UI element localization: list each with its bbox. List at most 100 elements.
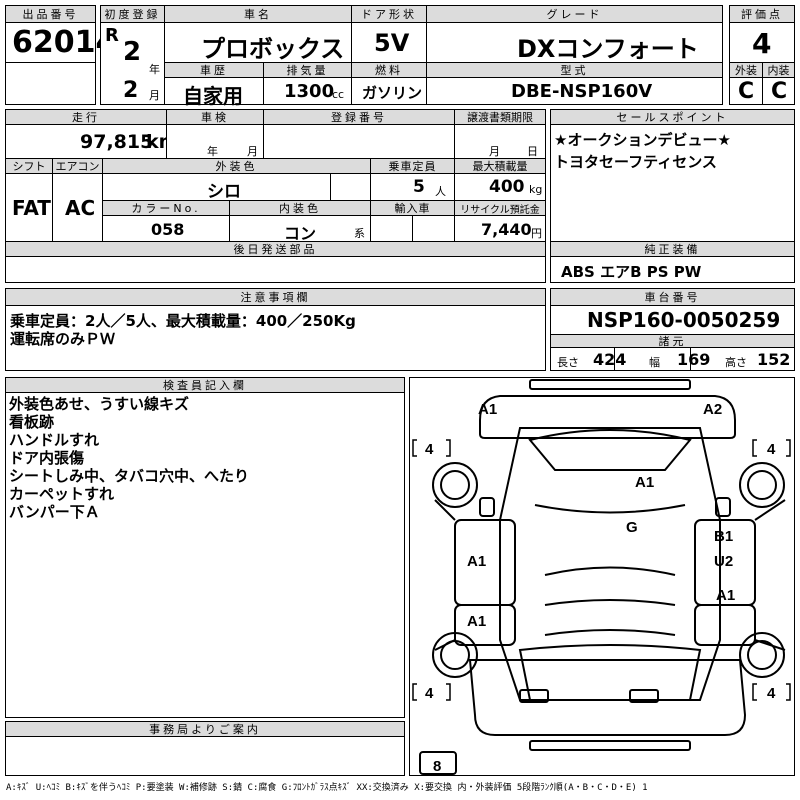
transfer-label: 譲渡書類期限 [454,109,546,125]
chassis-label: 車台番号 [550,288,795,306]
color: シロ [207,182,241,202]
inspector-line: バンパー下Ａ [9,503,100,521]
lot-blank-cell [5,62,96,105]
history-label: 車歴 [164,62,264,78]
damage-mark: A1 [467,613,486,630]
tire-label: 4 [425,441,434,458]
inspector-line: 外装色あせ、うすい線キズ [9,395,190,413]
first-reg-label: 初度登録 [100,5,165,23]
chassis-cell: NSP160-0050259 [550,305,795,335]
intcolor-label: 内装色 [229,200,371,216]
tire-label: 4 [425,685,434,702]
damage-mark: B1 [714,528,733,545]
width: 169 [677,350,711,369]
tire-label: 4 [767,685,776,702]
door-type: 5V [374,29,410,57]
colorno-cell: 058 [102,215,230,242]
capacity: 5 [413,177,425,197]
caution-line: 乗車定員：2人／5人、最大積載量：400／250Kg [10,312,356,330]
tire-label: 8 [433,758,441,775]
score: 4 [752,27,772,60]
score-cell: 4 [729,22,795,63]
shift-cell: FAT [5,173,53,242]
load: 400 [489,177,525,197]
recycle-unit: 円 [531,227,542,240]
mileage: 97,815 [80,131,154,153]
damage-mark: A1 [478,401,497,418]
inspector-cell: 外装色あせ、うすい線キズ 看板跡 ハンドルすれ ドア内張傷 シートしみ中、タバコ… [5,392,405,718]
displacement: 1300 [284,81,335,102]
inspector-line: ハンドルすれ [9,431,100,449]
capacity-unit: 人 [435,185,446,198]
int-color: コン [284,224,317,243]
reg-month: 2 [123,78,139,103]
year-unit: 年 [149,63,160,76]
displacement-cell: 1300 cc [263,77,352,105]
car-diagram-frame [409,377,795,776]
office-cell [5,736,405,776]
length-label: 長さ [557,356,579,369]
fuel-cell: ガソリン [351,77,427,105]
sales-cell: ★オークションデビュー★ トヨタセーフティセンス [550,124,795,242]
month-unit: 月 [149,89,160,102]
tr-day-unit: 日 [527,145,538,158]
spec-cell: 長さ 424 幅 169 高さ 152 [550,347,795,371]
import-cell-a [370,215,413,242]
shift: FAT [12,196,51,220]
score-label: 評価点 [729,5,795,23]
damage-mark: A1 [635,474,654,491]
era: R [105,25,119,46]
load-label: 最大積載量 [454,158,546,174]
int-color-unit: 系 [354,227,365,240]
later-parts-cell [5,256,546,283]
office-label: 事務局よりご案内 [5,721,405,737]
insp-year-unit: 年 [207,145,218,158]
inspector-line: ドア内張傷 [9,449,85,467]
grade: DXコンフォート [517,35,699,63]
model-cell: DBE-NSP160V [426,77,723,105]
model: DBE-NSP160V [511,81,653,102]
ac: AC [65,196,96,220]
exterior-grade: C [738,79,755,104]
colorno-label: カラーNo. [102,200,230,216]
import-label: 輸入車 [370,200,455,216]
history: 自家用 [183,84,243,108]
interior-cell: C [762,77,795,105]
reg-year: 2 [123,37,142,67]
door-label: ドア形状 [351,5,427,23]
door-cell: 5V [351,22,427,63]
displacement-unit: cc [332,88,345,101]
recycle: 7,440 [481,220,532,239]
length: 424 [593,350,627,369]
lot-number: 62014 [12,25,117,60]
recycle-cell: 7,440 円 [454,215,546,242]
grade-cell: DXコンフォート [426,22,723,63]
inspector-line: シートしみ中、タバコ穴中、へたり [9,467,250,485]
chassis-number: NSP160-0050259 [587,308,781,332]
legend: A:ｷｽﾞ U:ﾍｺﾐ B:ｷｽﾞを伴うﾍｺﾐ P:要塗装 W:補修跡 S:錆 … [6,783,648,793]
color-no: 058 [151,220,185,239]
sales-line: トヨタセーフティセンス [554,153,717,171]
caution-cell: 乗車定員：2人／5人、最大積載量：400／250Kg 運転席のみＰＷ [5,305,546,371]
damage-mark: U2 [714,553,733,570]
intcolor-cell: コン 系 [229,215,371,243]
color-label: 外装色 [102,158,371,174]
car-name: プロボックス [201,35,345,63]
fuel: ガソリン [362,84,423,102]
caution-line: 運転席のみＰＷ [10,330,116,348]
damage-mark: G [626,519,638,536]
load-unit: kg [529,183,543,196]
lot-number-cell: 62014 [5,22,116,63]
tire-label: 4 [767,441,776,458]
damage-mark: A2 [703,401,722,418]
height-label: 高さ [725,356,747,369]
damage-mark: A1 [467,553,486,570]
interior-grade: C [771,79,788,104]
equipment-cell: ABS エアB PS PW [550,256,795,283]
equipment: ABS エアB PS PW [561,263,702,281]
height: 152 [757,350,791,369]
insp-month-unit: 月 [247,145,258,158]
inspector-line: 看板跡 [9,413,55,431]
